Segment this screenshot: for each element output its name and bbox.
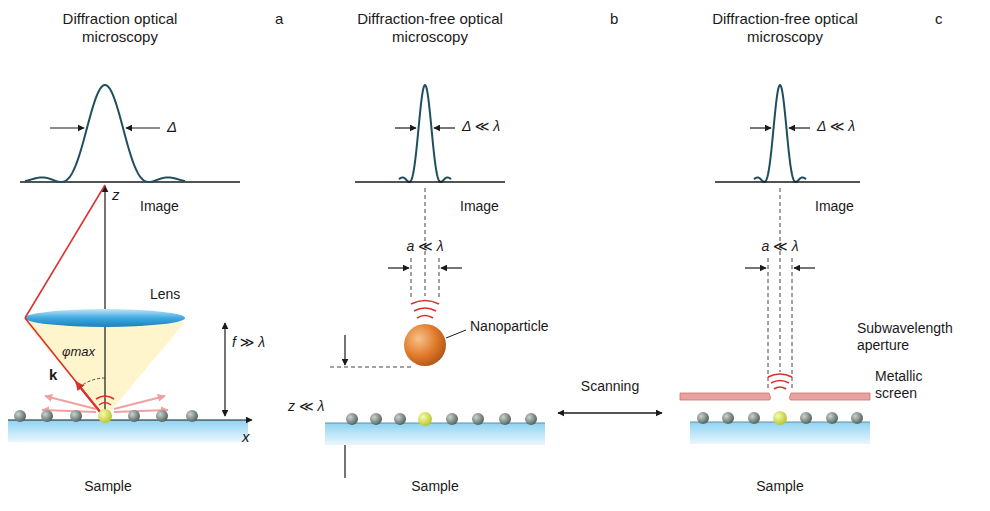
distance-label: z ≪ λ — [288, 398, 324, 415]
image-label: Image — [140, 198, 179, 215]
panel-heading: Diffraction-free optical microscopy — [355, 10, 505, 46]
panel-letter: a — [275, 10, 283, 28]
aperture-size: a ≪ λ — [406, 238, 443, 255]
axis-label: z — [112, 186, 120, 204]
intensity-peak — [399, 85, 451, 182]
sample-label: Sample — [84, 478, 131, 495]
screen-label: Metallic screen — [875, 368, 955, 402]
axis-label: x — [242, 428, 250, 446]
intensity-peak — [25, 85, 185, 182]
focal-length: f ≫ λ — [232, 334, 265, 351]
lens-label: Lens — [150, 286, 180, 303]
aperture-label: Subwavelength aperture — [857, 320, 969, 354]
width-label: Δ ≪ λ — [817, 118, 855, 135]
panel-heading: Diffraction-free optical microscopy — [710, 10, 860, 46]
wavevector-label: k — [49, 366, 57, 384]
sample-label: Sample — [756, 478, 803, 495]
panel-letter: b — [610, 10, 618, 28]
intensity-peak — [754, 85, 806, 182]
image-label: Image — [460, 198, 499, 215]
image-label: Image — [815, 198, 854, 215]
nanoparticle-label: Nanoparticle — [470, 318, 549, 335]
panel-letter: c — [935, 10, 943, 28]
scanning-label: Scanning — [581, 378, 639, 395]
width-label: Δ ≪ λ — [462, 118, 500, 135]
width-label: Δ — [167, 118, 177, 136]
angle-label: φmax — [62, 344, 95, 360]
panel-heading: Diffraction optical microscopy — [45, 10, 195, 46]
aperture-size: a ≪ λ — [761, 238, 798, 255]
sample-label: Sample — [411, 478, 458, 495]
